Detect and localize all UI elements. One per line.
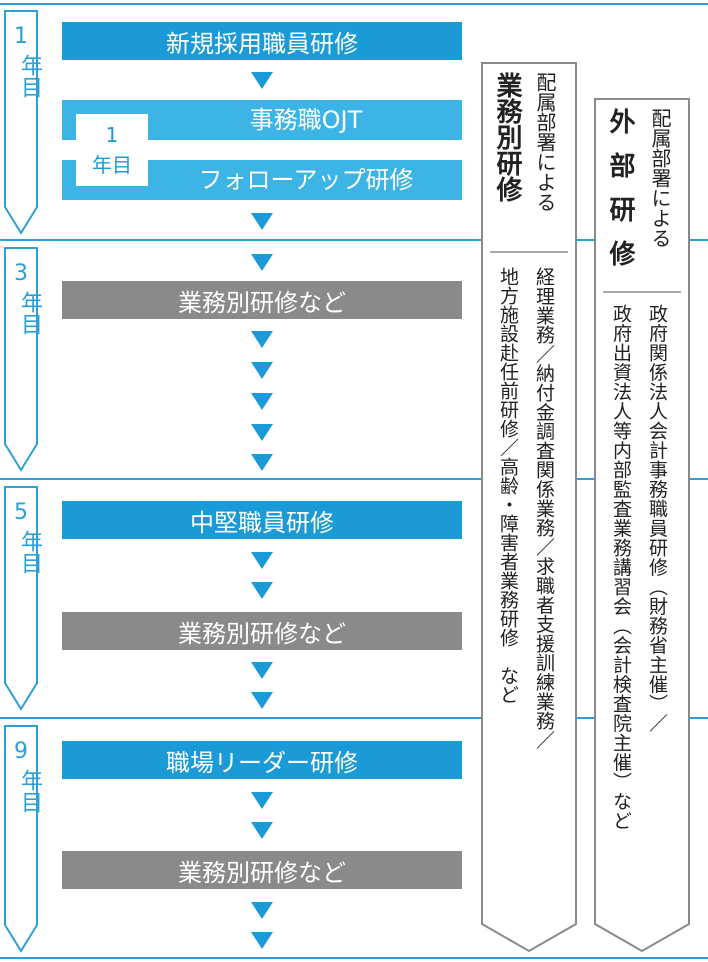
leader-training-bar: 職場リーダー研修 — [62, 741, 462, 779]
divider-year3 — [0, 239, 708, 241]
arrow-down-icon — [251, 424, 273, 441]
arrow-down-icon — [251, 362, 273, 379]
business-training-bar: 業務別研修など — [62, 612, 462, 650]
stage-year5: 5 年目 — [4, 486, 42, 711]
dept-business-examples-1: 経理業務／納付金調査関係業務／求職者支援訓練業務／ — [533, 267, 555, 750]
arrow-down-icon — [251, 393, 273, 410]
arrow-down-icon — [251, 582, 273, 599]
leader-training-label: 職場リーダー研修 — [166, 748, 358, 777]
business-training-label: 業務別研修など — [178, 288, 346, 317]
arrow-down-icon — [251, 822, 273, 839]
business-training-bar: 業務別研修など — [62, 851, 462, 889]
followup-training-label: フォローアップ研修 — [198, 166, 414, 194]
external-examples-2: 政府出資法人等内部監査業務講習会（会計検査院主催）など — [610, 304, 632, 831]
ojt-year-badge: 1 年目 — [76, 114, 148, 186]
business-training-label: 業務別研修など — [178, 858, 346, 887]
arrow-down-icon — [251, 902, 273, 919]
stage-year1: 1 年目 — [4, 10, 42, 235]
dept-business-training-box: 配属部署による 業務別研修 経理業務／納付金調査関係業務／求職者支援訓練業務／ … — [481, 62, 577, 953]
arrow-down-icon — [251, 72, 273, 89]
business-training-label: 業務別研修など — [178, 619, 346, 648]
external-training-box: 配属部署による 外部研修 政府関係法人会計事務職員研修（財務省主催）／ 政府出資… — [594, 98, 690, 953]
stage-number: 5 — [14, 500, 28, 525]
divider-year9 — [0, 717, 708, 719]
stage-year9: 9 年目 — [4, 725, 42, 953]
arrow-down-icon — [251, 254, 273, 271]
ojt-label: 事務職OJT — [249, 106, 363, 134]
arrow-down-icon — [251, 454, 273, 471]
external-subtitle: 配属部署による — [648, 108, 672, 248]
external-title: 外部研修 — [605, 108, 635, 284]
stage-unit: 年目 — [17, 530, 42, 574]
arrow-down-icon — [251, 692, 273, 709]
stage-unit: 年目 — [17, 769, 42, 813]
arrow-down-icon — [251, 552, 273, 569]
stage-unit: 年目 — [17, 291, 42, 335]
dept-business-examples-2: 地方施設赴任前研修／高齢・障害者業務研修 など — [497, 267, 519, 704]
external-examples-1: 政府関係法人会計事務職員研修（財務省主催）／ — [646, 304, 668, 733]
arrow-down-icon — [251, 662, 273, 679]
divider-bottom — [0, 957, 708, 959]
mid-career-training-bar: 中堅職員研修 — [62, 501, 462, 539]
arrow-down-icon — [251, 213, 273, 230]
stage-year3: 3 年目 — [4, 247, 42, 472]
divider-top — [0, 3, 708, 5]
new-hire-training-label: 新規採用職員研修 — [166, 29, 358, 58]
arrow-down-icon — [251, 792, 273, 809]
arrow-down-icon — [251, 331, 273, 348]
ojt-badge-unit: 年目 — [92, 153, 132, 177]
stage-number: 3 — [14, 261, 28, 286]
stage-number: 1 — [14, 24, 28, 49]
ojt-badge-number: 1 — [105, 123, 119, 147]
mid-career-training-label: 中堅職員研修 — [190, 508, 334, 537]
dept-business-title: 業務別研修 — [492, 72, 522, 202]
dept-business-subtitle: 配属部署による — [533, 72, 557, 212]
ojt-gap — [62, 140, 462, 160]
new-hire-training-bar: 新規採用職員研修 — [62, 22, 462, 60]
arrow-down-icon — [251, 932, 273, 949]
stage-number: 9 — [14, 739, 28, 764]
divider-year5 — [0, 478, 708, 480]
business-training-bar: 業務別研修など — [62, 281, 462, 319]
stage-unit: 年目 — [17, 54, 42, 98]
